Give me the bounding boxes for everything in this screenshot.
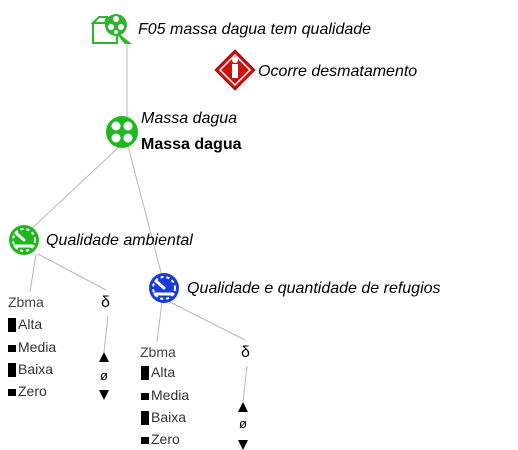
state-item[interactable]: Alta xyxy=(8,316,43,333)
water-body-label[interactable]: Massa dagua xyxy=(141,110,238,127)
edge-env-delta xyxy=(37,253,107,291)
state-label: Baixa xyxy=(18,361,54,377)
water-body-title[interactable]: Massa dagua xyxy=(141,136,242,153)
gauge-icon[interactable] xyxy=(149,273,179,303)
zbma-title: Zbma xyxy=(8,294,44,310)
edge-refuge-zbma xyxy=(156,301,163,343)
state-label: Baixa xyxy=(151,409,187,425)
zbma-title: Zbma xyxy=(140,344,176,360)
refuge-quality-label[interactable]: Qualidade e quantidade de refugios xyxy=(187,280,441,297)
state-label: Media xyxy=(151,387,190,403)
deforestation-label[interactable]: Ocorre desmatamento xyxy=(258,63,418,80)
state-item[interactable]: Zero xyxy=(8,383,47,399)
state-item[interactable]: Baixa xyxy=(141,409,187,426)
env-quality-label[interactable]: Qualidade ambiental xyxy=(46,232,193,249)
state-bar xyxy=(8,363,16,378)
edge-delta1-arrow xyxy=(103,315,109,353)
state-bar xyxy=(141,366,149,381)
goal-icon[interactable] xyxy=(90,14,132,44)
empty-set-symbol: ø xyxy=(100,368,108,383)
state-bar xyxy=(141,436,149,444)
edge-water-refuge xyxy=(127,145,164,281)
up-down-arrow-icon[interactable] xyxy=(99,352,109,400)
state-label: Zero xyxy=(151,431,180,447)
gauge-icon[interactable] xyxy=(9,225,39,255)
warning-diamond-icon[interactable] xyxy=(214,49,256,91)
goal-label[interactable]: F05 massa dagua tem qualidade xyxy=(138,21,372,38)
delta-symbol[interactable]: δ xyxy=(101,294,110,311)
up-down-arrow-icon[interactable] xyxy=(238,402,248,450)
state-bar xyxy=(8,388,16,396)
state-item[interactable]: Zero xyxy=(141,431,180,447)
state-bar xyxy=(8,344,16,352)
state-bar xyxy=(141,411,149,426)
state-label: Zero xyxy=(18,383,47,399)
edge-water-envquality xyxy=(27,145,121,233)
state-item[interactable]: Baixa xyxy=(8,361,54,378)
edge-env-zbma xyxy=(29,253,37,293)
edges xyxy=(27,42,248,403)
water-body-icon[interactable] xyxy=(106,116,138,148)
state-label: Media xyxy=(18,339,57,355)
state-item[interactable]: Media xyxy=(8,339,56,355)
state-bar xyxy=(141,392,149,400)
empty-set-symbol: ø xyxy=(239,416,247,431)
delta-symbol[interactable]: δ xyxy=(241,344,250,361)
state-label: Alta xyxy=(18,316,43,332)
edge-delta2-arrow xyxy=(242,365,248,403)
state-bar xyxy=(8,318,16,333)
state-label: Alta xyxy=(151,364,176,380)
edge-refuge-delta xyxy=(169,301,246,341)
state-item[interactable]: Media xyxy=(141,387,189,403)
state-item[interactable]: Alta xyxy=(141,364,176,381)
